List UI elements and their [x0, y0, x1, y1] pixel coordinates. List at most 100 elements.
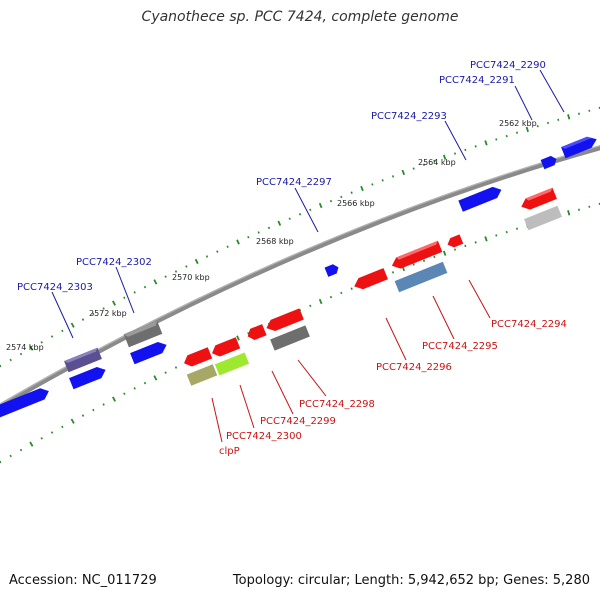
- upper-tick: [298, 212, 302, 216]
- lower-tick: [318, 298, 323, 305]
- upper-tick: [205, 255, 209, 258]
- lower-tick: [495, 234, 498, 237]
- upper-tick: [81, 318, 85, 321]
- forward-genes: [0, 134, 599, 419]
- label-pcc7424-2297[interactable]: PCC7424_2297: [256, 177, 332, 188]
- label-pcc7424-2298[interactable]: PCC7424_2298: [299, 399, 375, 410]
- lower-tick: [123, 392, 126, 395]
- lower-tick: [9, 454, 12, 458]
- lower-tick: [588, 205, 591, 208]
- gene-pcc7424-2295[interactable]: [390, 240, 443, 272]
- lower-tick: [577, 208, 581, 211]
- gene-olive[interactable]: [186, 364, 218, 386]
- lower-tick: [0, 460, 2, 464]
- upper-tick: [247, 235, 250, 239]
- label-pcc7424-2303[interactable]: PCC7424_2303: [17, 282, 93, 293]
- lower-tick: [433, 255, 436, 259]
- kbp-labels: 2562 kbp 2564 kbp 2566 kbp 2568 kbp 2570…: [6, 119, 537, 352]
- upper-tick: [143, 285, 147, 289]
- kbp-label-2572: 2572 kbp: [89, 309, 127, 318]
- upper-tick: [381, 179, 384, 182]
- upper-tick: [557, 118, 560, 122]
- upper-tick: [309, 208, 312, 212]
- upper-tick: [70, 322, 75, 328]
- gene-pcc7424-2303-slate[interactable]: [64, 347, 102, 373]
- gene-red-2292[interactable]: [519, 187, 557, 213]
- kbp-label-2574: 2574 kbp: [6, 343, 44, 352]
- lower-tick: [515, 227, 519, 230]
- upper-tick: [194, 258, 199, 265]
- upper-tick: [442, 154, 447, 160]
- gene-pcc7424-2290[interactable]: [561, 134, 599, 159]
- gene-pcc7424-2297[interactable]: [324, 263, 341, 277]
- gene-left-edge[interactable]: [0, 386, 51, 419]
- gene-pcc7424-2302-gray[interactable]: [123, 320, 163, 348]
- lower-tick: [309, 304, 312, 308]
- lower-tick: [29, 441, 34, 447]
- lower-tick: [102, 403, 105, 406]
- label-pcc7424-2294[interactable]: PCC7424_2294: [491, 319, 567, 330]
- gene-clpp[interactable]: [182, 347, 213, 369]
- label-pcc7424-2300[interactable]: PCC7424_2300: [226, 431, 302, 442]
- gene-lime[interactable]: [214, 352, 250, 376]
- lower-tick: [236, 335, 240, 341]
- gene-light-gray[interactable]: [524, 205, 562, 231]
- upper-tick: [216, 250, 219, 253]
- gene-pcc7424-2298[interactable]: [264, 308, 304, 333]
- accession-text: Accession: NC_011729: [9, 573, 157, 588]
- gene-pcc7424-2291[interactable]: [540, 154, 559, 170]
- label-pcc7424-2296[interactable]: PCC7424_2296: [376, 362, 452, 373]
- label-pcc7424-2293[interactable]: PCC7424_2293: [371, 111, 447, 122]
- label-pcc7424-2302[interactable]: PCC7424_2302: [76, 257, 152, 268]
- upper-tick: [277, 220, 282, 226]
- lower-tick: [81, 414, 85, 417]
- upper-tick: [588, 109, 591, 112]
- label-clpp[interactable]: clpP: [219, 446, 240, 457]
- upper-tick: [536, 124, 539, 128]
- lower-tick: [61, 425, 64, 429]
- upper-tick: [164, 275, 167, 278]
- upper-tick: [257, 231, 260, 234]
- lower-tick: [174, 366, 178, 369]
- upper-tick: [329, 199, 333, 203]
- kbp-label-2566: 2566 kbp: [337, 199, 375, 208]
- upper-tick: [9, 358, 12, 362]
- lower-tick: [164, 371, 167, 374]
- gene-pcc7424-2294[interactable]: [446, 234, 464, 249]
- upper-tick: [567, 114, 571, 120]
- lower-tick: [442, 250, 447, 256]
- kbp-label-2570: 2570 kbp: [172, 273, 210, 282]
- lower-tick: [70, 418, 75, 424]
- lower-tick: [340, 291, 343, 295]
- leader-lines: [51, 69, 565, 443]
- upper-tick: [391, 175, 395, 178]
- label-pcc7424-2291[interactable]: PCC7424_2291: [439, 75, 515, 86]
- lower-tick: [567, 210, 571, 216]
- upper-tick: [19, 352, 23, 356]
- gene-pcc7424-2299[interactable]: [245, 324, 267, 342]
- lower-tick: [143, 381, 147, 385]
- gene-pcc7424-2296[interactable]: [352, 268, 389, 292]
- lower-tick: [50, 431, 54, 434]
- lower-tick: [474, 241, 477, 244]
- upper-tick: [525, 126, 529, 133]
- lower-tick: [422, 259, 426, 262]
- gene-gray-2298[interactable]: [270, 325, 310, 351]
- gene-pcc7424-2293[interactable]: [458, 184, 503, 212]
- gene-pcc7424-2300[interactable]: [210, 337, 241, 359]
- label-pcc7424-2295[interactable]: PCC7424_2295: [422, 341, 498, 352]
- lower-tick: [153, 375, 158, 381]
- kbp-label-2562: 2562 kbp: [499, 119, 537, 128]
- upper-tick: [102, 307, 105, 310]
- lower-tick: [92, 408, 95, 412]
- upper-tick: [185, 265, 188, 268]
- upper-tick: [267, 226, 271, 230]
- lower-tick: [505, 230, 508, 234]
- label-pcc7424-2299[interactable]: PCC7424_2299: [260, 416, 336, 427]
- gene-pcc7424-2303[interactable]: [69, 364, 108, 390]
- upper-tick: [226, 245, 229, 248]
- label-pcc7424-2290[interactable]: PCC7424_2290: [470, 60, 546, 71]
- upper-tick: [133, 291, 136, 294]
- gene-steel[interactable]: [394, 261, 448, 293]
- gene-pcc7424-2302[interactable]: [130, 339, 169, 365]
